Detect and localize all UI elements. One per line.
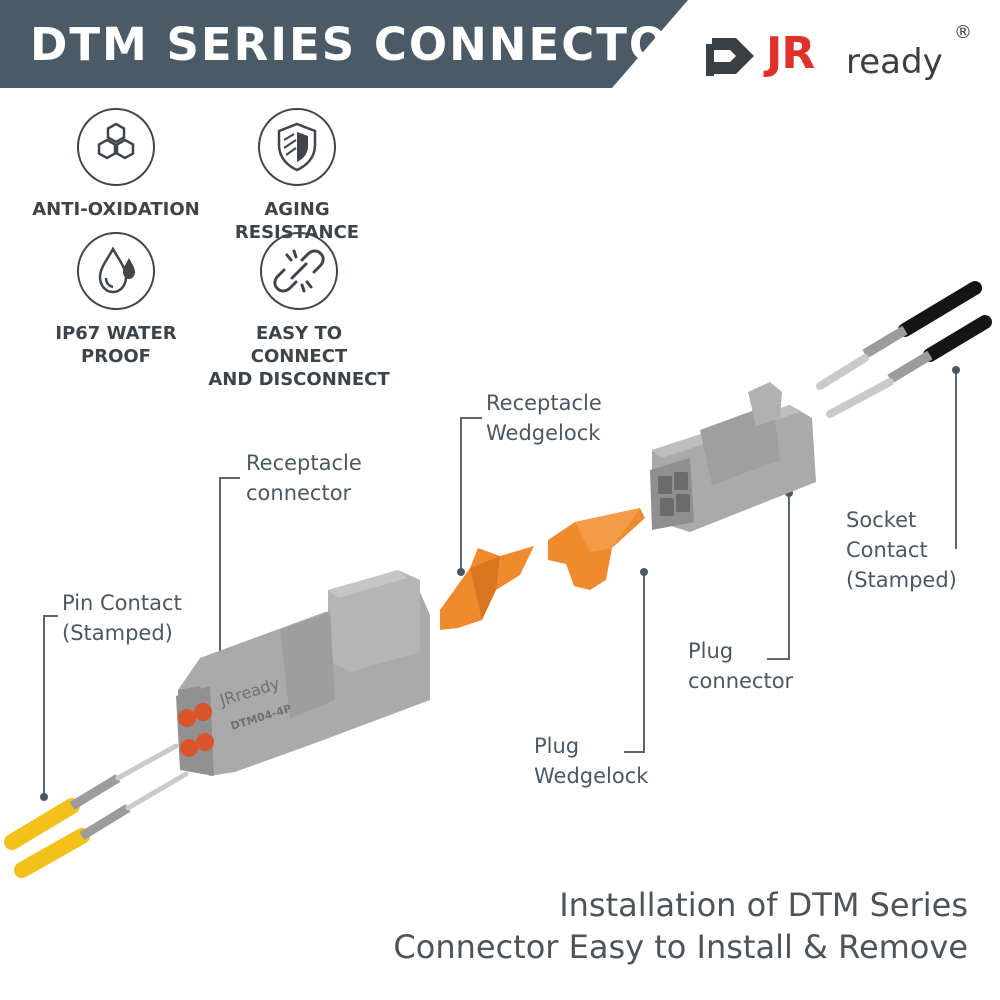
feature-label: IP67 WATER PROOF: [55, 323, 177, 367]
feature-ip67-water-proof: IP67 WATER PROOF: [26, 232, 206, 368]
pin-contact: [4, 743, 179, 850]
pin-contact: [14, 771, 189, 878]
water-drop-icon: [98, 246, 135, 294]
brand-jr: JR: [766, 28, 815, 79]
plug-connector: [650, 382, 816, 532]
caption-line-2: Connector Easy to Install & Remove: [393, 928, 968, 966]
brand-ready: ready: [846, 42, 943, 82]
hexagon-cluster-icon: [97, 122, 135, 160]
receptacle-connector: [176, 570, 430, 776]
feature-icon-circle: [77, 108, 155, 186]
feature-anti-oxidation: ANTI-OXIDATION: [26, 108, 206, 221]
brand-mark-icon: [706, 38, 754, 76]
caption-line-1: Installation of DTM Series: [559, 886, 968, 924]
callout-receptacle-wedgelock: Receptacle Wedgelock: [486, 391, 602, 445]
feature-label: AGING RESISTANCE: [234, 199, 360, 243]
feature-label: ANTI-OXIDATION: [32, 199, 200, 220]
feature-icon-circle: [260, 232, 338, 310]
page-title: DTM SERIES CONNECTOR: [30, 18, 706, 71]
callout-receptacle-connector: Receptacle connector: [246, 451, 362, 505]
socket-contact: [816, 281, 982, 390]
feature-easy-connect: EASY TO CONNECT AND DISCONNECT: [207, 232, 391, 391]
callout-socket-contact: Socket Contact (Stamped): [846, 508, 957, 592]
plug-wedgelock: [548, 508, 645, 590]
registered-mark: ®: [954, 22, 972, 43]
shield-icon: [277, 122, 317, 172]
feature-label: EASY TO CONNECT AND DISCONNECT: [208, 323, 390, 390]
callout-plug-wedgelock: Plug Wedgelock: [534, 734, 649, 788]
socket-contact: [826, 315, 992, 418]
broken-link-icon: [273, 249, 325, 293]
title-banner: [0, 0, 688, 88]
feature-aging-resistance: AGING RESISTANCE: [207, 108, 387, 244]
callout-pin-contact: Pin Contact (Stamped): [62, 591, 182, 645]
callout-plug-connector: Plug connector: [688, 639, 794, 693]
caption: Installation of DTM Series Connector Eas…: [393, 884, 968, 968]
feature-icon-circle: [258, 108, 336, 186]
receptacle-wedgelock: [440, 546, 534, 630]
brand-logo: JR ready ®: [706, 22, 976, 86]
feature-icon-circle: [77, 232, 155, 310]
